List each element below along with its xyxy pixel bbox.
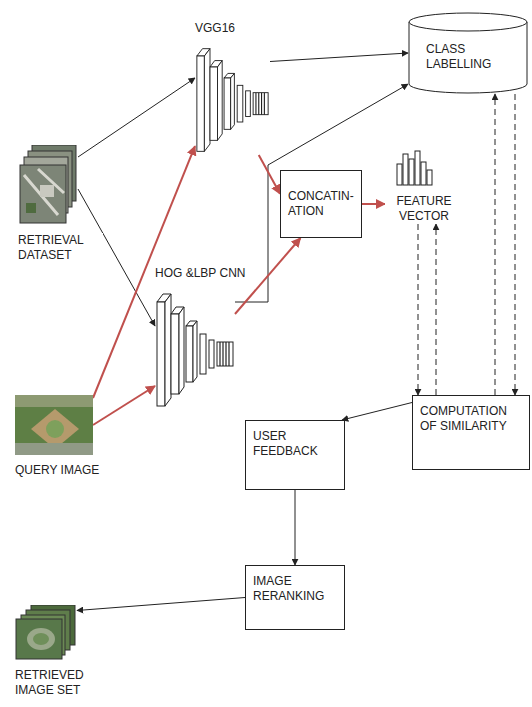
flow-arrow <box>342 403 412 421</box>
dashed-arrow <box>495 94 496 395</box>
node-label: RETRIEVAL DATASET <box>18 233 103 263</box>
flow-arrow <box>295 490 296 565</box>
node-label: FEATURE VECTOR <box>385 194 463 224</box>
histogram-icon <box>395 150 435 186</box>
box-content: COMPUTATION OF SIMILARITY <box>420 404 522 461</box>
dataset-image-stack <box>18 145 78 225</box>
process-box: CONCATIN- ATION <box>280 170 362 238</box>
flow-arrow <box>235 84 408 302</box>
node-label: CONCATIN- ATION <box>288 189 354 219</box>
feature-vector: FEATURE VECTOR <box>385 150 463 224</box>
process-box: USER FEEDBACK <box>245 420 345 490</box>
node-label: HOG &LBP CNN <box>155 266 245 281</box>
node-label: VGG16 <box>195 21 235 36</box>
box-content: USER FEEDBACK <box>253 429 337 481</box>
retrieved-image-stack <box>15 605 77 660</box>
flow-arrow <box>270 53 408 62</box>
flow-arrow <box>77 598 245 611</box>
image-set: RETRIEVAL DATASET <box>18 145 78 225</box>
node-label: COMPUTATION OF SIMILARITY <box>420 404 522 434</box>
box-content: IMAGE RERANKING <box>253 574 337 621</box>
cnn-network: HOG &LBP CNN <box>155 290 235 410</box>
process-box: COMPUTATION OF SIMILARITY <box>412 395 530 470</box>
node-label: QUERY IMAGE <box>15 463 100 478</box>
flow-arrow <box>259 155 280 194</box>
dashed-arrow <box>436 224 437 395</box>
flow-arrow <box>93 386 155 425</box>
image-set: RETRIEVED IMAGE SET <box>15 605 77 660</box>
cnn-illustration <box>195 45 270 155</box>
box-content: CONCATIN- ATION <box>288 189 354 219</box>
node-label: USER FEEDBACK <box>253 429 337 459</box>
cnn-network: VGG16 <box>195 45 270 155</box>
flow-arrow <box>362 203 385 205</box>
process-box: IMAGE RERANKING <box>245 565 345 630</box>
database-store: CLASS LABELLING <box>408 12 528 94</box>
flow-arrow <box>78 78 195 157</box>
dashed-arrow <box>515 94 516 395</box>
dashed-arrow <box>418 224 419 395</box>
node-label: CLASS LABELLING <box>426 42 522 72</box>
image-set: QUERY IMAGE <box>15 395 93 455</box>
node-label: RETRIEVED IMAGE SET <box>15 668 100 698</box>
query-image <box>15 395 93 455</box>
node-label: IMAGE RERANKING <box>253 574 337 604</box>
cnn-illustration <box>155 290 235 410</box>
